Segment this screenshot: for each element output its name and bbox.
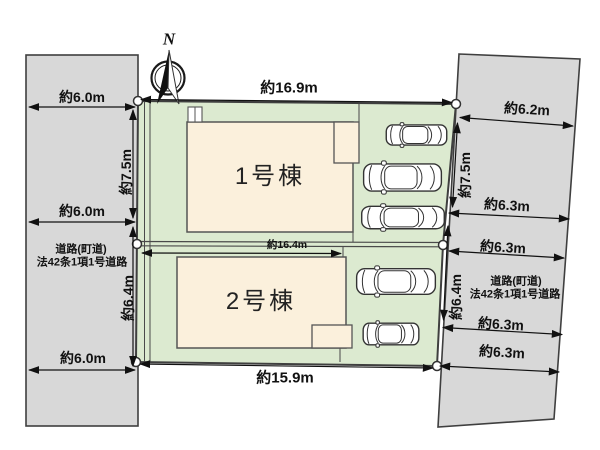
dim-arrow-right-road-3 bbox=[447, 247, 566, 262]
dim-arrow-lot2-east-depth bbox=[440, 224, 452, 322]
lot2-west-depth-label: 約6.4m bbox=[120, 275, 136, 321]
lot2-east-depth-label: 約6.4m bbox=[448, 274, 464, 320]
right-road-width-label-3: 約6.3m bbox=[479, 237, 527, 257]
right-road-width-label-4: 約6.3m bbox=[477, 314, 525, 334]
dim-arrow-lot1-east-depth bbox=[449, 121, 461, 209]
lot-boundary-line bbox=[136, 240, 444, 244]
dim-arrow-right-road-2 bbox=[447, 209, 571, 223]
north-compass-icon bbox=[150, 49, 186, 105]
dim-arrow-right-road-5 bbox=[438, 362, 561, 376]
left-road-width-label-3: 約6.0m bbox=[60, 350, 106, 366]
parked-car-icon bbox=[363, 321, 419, 348]
lot2-bottom-width-label: 約15.9m bbox=[256, 369, 314, 387]
dim-arrow-lot2-top-width bbox=[140, 249, 343, 258]
right-road-width-label-2: 約6.3m bbox=[483, 195, 531, 215]
boundary-point-marker bbox=[132, 95, 144, 107]
left-road-name-line1: 道路(町道) bbox=[55, 243, 107, 256]
parked-car-icon bbox=[357, 266, 436, 297]
left-road-width-label-1: 約6.0m bbox=[59, 89, 105, 105]
right-road-name-line1: 道路(町道) bbox=[490, 275, 542, 288]
dim-arrow-lot2-bottom-width bbox=[138, 360, 435, 372]
lot1-west-depth-label: 約7.5m bbox=[118, 149, 134, 195]
right-road-width-label-5: 約6.3m bbox=[478, 342, 526, 362]
lot1-top-width-label: 約16.9m bbox=[260, 79, 318, 97]
left-road-name-line2: 法42条1項1号道路 bbox=[36, 256, 128, 269]
boundary-point-marker bbox=[450, 98, 462, 110]
boundary-point-marker bbox=[131, 238, 143, 250]
building-2-label: 2号棟 bbox=[225, 288, 297, 315]
right-road-width-label-1: 約6.2m bbox=[503, 99, 551, 119]
lot1-east-depth-label: 約7.5m bbox=[457, 152, 473, 198]
parked-car-icon bbox=[364, 161, 442, 194]
lot-boundary-line bbox=[136, 245, 444, 248]
dim-arrow-right-road-4 bbox=[441, 324, 564, 338]
building-1-footprint bbox=[186, 121, 354, 233]
dim-arrow-right-road-1 bbox=[458, 114, 575, 130]
left-road-width-label-2: 約6.0m bbox=[59, 203, 105, 219]
north-label: N bbox=[162, 29, 176, 49]
left-road-area bbox=[25, 54, 139, 427]
parked-car-icon bbox=[386, 123, 446, 148]
building-1-porch bbox=[333, 121, 360, 164]
dim-arrow-lot1-top-width bbox=[139, 95, 454, 107]
building-1-label: 1号棟 bbox=[234, 163, 306, 190]
boundary-point-marker bbox=[437, 239, 449, 251]
right-road-name-line2: 法42条1項1号道路 bbox=[469, 288, 561, 301]
lot2-top-width-label: 約16.4m bbox=[266, 238, 308, 251]
building-2-porch bbox=[311, 324, 353, 349]
parked-car-icon bbox=[362, 204, 445, 232]
dimension-arrows bbox=[27, 95, 575, 376]
